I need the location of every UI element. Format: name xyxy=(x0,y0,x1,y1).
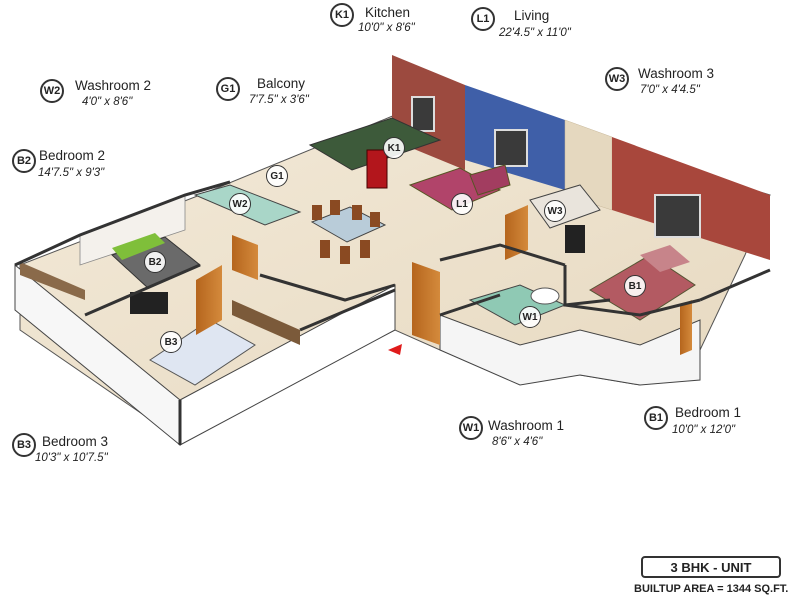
dims-washroom3: 7'0" x 4'4.5" xyxy=(640,84,700,96)
dims-washroom2: 4'0" x 8'6" xyxy=(82,96,133,108)
label-bedroom3: Bedroom 3 xyxy=(42,434,109,449)
living-window xyxy=(494,129,528,167)
badge-k1: K1 xyxy=(330,3,354,27)
marker-w2: W2 xyxy=(229,193,251,215)
washroom3-mirror xyxy=(565,225,585,253)
interior-walls xyxy=(14,180,771,445)
label-washroom2: Washroom 2 xyxy=(75,78,152,93)
door-main xyxy=(412,262,440,345)
dims-living: 22'4.5" x 11'0" xyxy=(499,27,571,39)
badge-b1: B1 xyxy=(644,406,668,430)
dims-washroom1: 8'6" x 4'6" xyxy=(492,436,543,448)
marker-w1: W1 xyxy=(519,306,541,328)
label-washroom1: Washroom 1 xyxy=(488,418,565,433)
dims-balcony: 7'7.5" x 3'6" xyxy=(249,94,309,106)
door-washroom2 xyxy=(232,235,258,280)
bedroom2-bed-pillows xyxy=(112,233,165,260)
entry-arrow xyxy=(388,344,402,355)
dims-bedroom2: 14'7.5" x 9'3" xyxy=(38,167,105,179)
living-sofa-side xyxy=(469,164,511,196)
label-living: Living xyxy=(514,8,550,23)
dims-kitchen: 10'0" x 8'6" xyxy=(358,22,415,34)
kitchen-window xyxy=(411,96,435,132)
bedroom3-bed xyxy=(149,319,256,386)
label-bedroom1: Bedroom 1 xyxy=(675,405,742,420)
badge-g1: G1 xyxy=(216,77,240,101)
label-washroom3: Washroom 3 xyxy=(638,66,715,81)
builtup-area: BUILTUP AREA = 1344 SQ.FT. xyxy=(634,583,789,595)
unit-type-box: 3 BHK - UNIT xyxy=(641,556,781,578)
badge-b3: B3 xyxy=(12,433,36,457)
bedroom3-wardrobe xyxy=(232,300,300,345)
outer-wall-front-right xyxy=(439,314,701,386)
label-kitchen: Kitchen xyxy=(365,5,411,20)
marker-b3: B3 xyxy=(160,331,182,353)
badge-w1: W1 xyxy=(459,416,483,440)
door-bedroom3 xyxy=(196,265,222,335)
dims-bedroom3: 10'3" x 10'7.5" xyxy=(35,452,108,464)
badge-w2: W2 xyxy=(40,79,64,103)
badge-b2: B2 xyxy=(12,149,36,173)
marker-k1: K1 xyxy=(383,137,405,159)
marker-w3: W3 xyxy=(544,200,566,222)
marker-b1: B1 xyxy=(624,275,646,297)
kitchen-counter xyxy=(308,117,442,171)
marker-b2: B2 xyxy=(144,251,166,273)
badge-w3: W3 xyxy=(605,67,629,91)
dining-chairs xyxy=(312,200,380,264)
label-balcony: Balcony xyxy=(257,76,306,91)
badge-l1: L1 xyxy=(471,7,495,31)
washroom1-basin xyxy=(530,287,560,305)
kitchen-fridge xyxy=(366,149,388,189)
label-bedroom2: Bedroom 2 xyxy=(39,148,106,163)
bedroom1-bed-pillows xyxy=(640,245,690,272)
door-washroom3 xyxy=(505,205,528,260)
door-bedroom1 xyxy=(680,300,692,355)
bedroom2-wardrobe xyxy=(20,262,85,300)
bedroom3-tv xyxy=(130,292,168,314)
bedroom1-window xyxy=(654,194,701,238)
marker-g1: G1 xyxy=(266,165,288,187)
dims-bedroom1: 10'0" x 12'0" xyxy=(672,424,736,436)
marker-l1: L1 xyxy=(451,193,473,215)
